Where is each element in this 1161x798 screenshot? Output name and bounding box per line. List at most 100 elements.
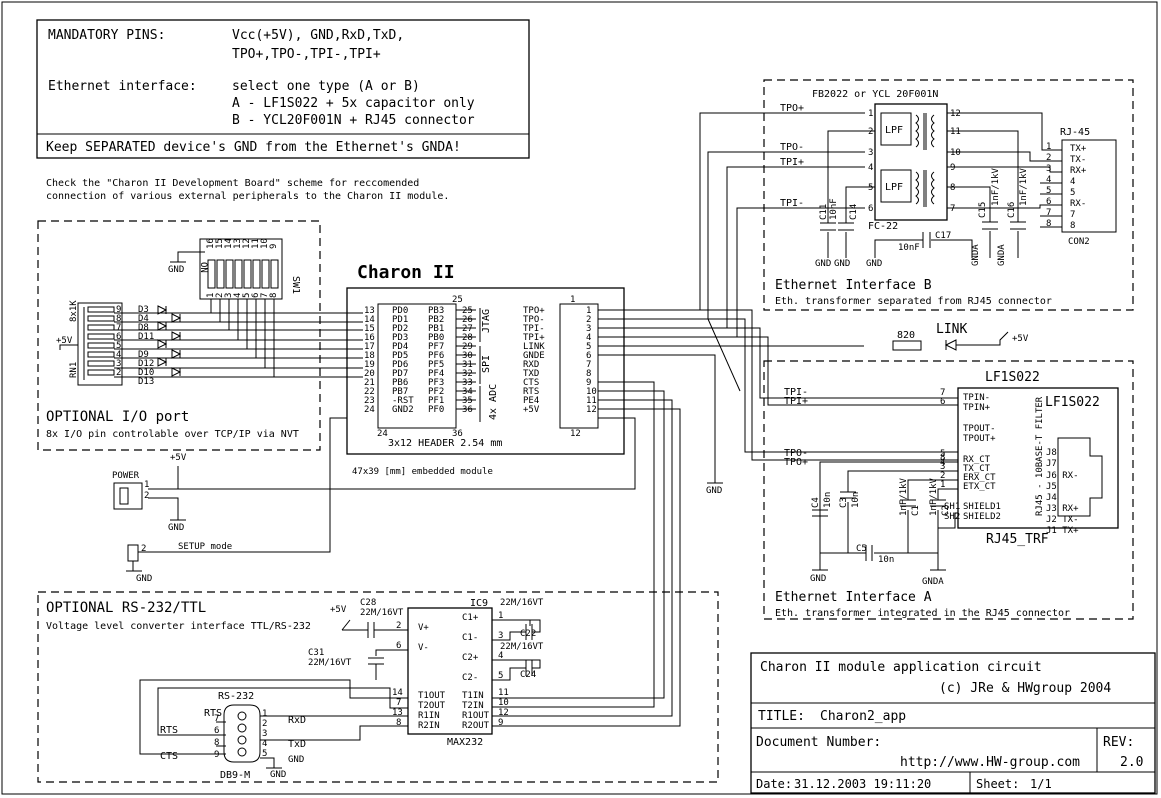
eth-a-pin: TPIN+ [963, 403, 991, 413]
sw-pin-bottom: 8 [269, 293, 279, 298]
sw-pin-bottom: 5 [242, 293, 252, 298]
left-pin-name: PD2 [392, 324, 408, 334]
rj-pin-name: RX+ [1070, 166, 1087, 176]
eth-b-capacitors [820, 221, 1026, 248]
led-diodes [157, 305, 182, 377]
sw-pin-top: 16 [206, 238, 216, 249]
title-label: TITLE: [758, 709, 805, 724]
ct-num: 8 [940, 453, 945, 463]
setup-gnd: GND [136, 574, 152, 584]
max-right-pin: T2IN [462, 701, 484, 711]
transformer-body [874, 103, 948, 221]
c15-value: 1nF/1kV [991, 167, 1001, 206]
c28-label: C28 [360, 598, 376, 608]
max-left-pin: V+ [418, 623, 429, 633]
module-size: 47x39 [mm] embedded module [352, 467, 493, 477]
eth-a-pin: ETX_CT [963, 482, 996, 492]
c28-value: 22M/16VT [360, 608, 404, 618]
c17-label: C17 [935, 231, 951, 241]
mid-pin-name: PB0 [428, 333, 444, 343]
right-pin-name: RXD [523, 360, 539, 370]
tr-lnum: 6 [868, 204, 873, 214]
eth-a-input: TPO- [784, 448, 808, 459]
resistor-network [77, 302, 123, 386]
mid-pin-name: PB2 [428, 315, 444, 325]
io-port-title: OPTIONAL I/O port [46, 409, 189, 425]
db9-pins [237, 711, 247, 757]
rn-pin: 5 [116, 341, 121, 351]
right-pin-name: TPO+ [523, 306, 545, 316]
c3-label: C3 [839, 497, 849, 508]
left-pin-num: 21 [364, 378, 375, 388]
max-right-num: 12 [498, 708, 509, 718]
module-pin-1: 1 [570, 295, 575, 305]
charon-module: Charon II 3x12 HEADER 2.54 mm 47x39 [mm]… [346, 262, 625, 477]
eth-a-jack: J5 [1046, 482, 1057, 492]
c11-label: C11 [819, 204, 829, 220]
rj-pin-num: 4 [1046, 175, 1051, 185]
setup-pin: 2 [141, 544, 146, 554]
rj45-trf-label: RJ45_TRF [986, 532, 1049, 547]
c1-value: 1nF/1kV [899, 477, 909, 516]
eth-b-input: TPI+ [780, 157, 804, 168]
rs232-title: OPTIONAL RS-232/TTL [46, 600, 206, 616]
rn-pin: 4 [116, 350, 121, 360]
filter-label: RJ45 - 10BASE-T FILTER [1035, 396, 1045, 516]
rts-label: RTS [160, 725, 178, 736]
module-pin-24: 24 [377, 429, 388, 439]
db9-gnd-label: GND [288, 755, 304, 765]
tr-rnum: 7 [950, 204, 955, 214]
left-pin-name: PD0 [392, 306, 408, 316]
eth-a-input-num: 4 [940, 458, 945, 468]
io-row-wires [114, 312, 363, 378]
link-label: LINK [936, 322, 967, 337]
ic9-label: IC9 [470, 598, 488, 609]
c16-value: 1nF/1kV [1019, 167, 1029, 206]
mid-pin-num: 28 [462, 333, 473, 343]
c2-label: C2 [941, 505, 951, 516]
power-pin-1: 1 [144, 480, 149, 490]
sheet-value: 1/1 [1030, 777, 1052, 791]
eth-b-input: TPI- [780, 198, 804, 209]
ct-num: 1 [940, 480, 945, 490]
c3-value: 10n [851, 492, 861, 508]
eth-a-capacitors [812, 491, 946, 571]
max-right-pin: R1OUT [462, 711, 490, 721]
left-pin-name: PD6 [392, 360, 408, 370]
led-label: D13 [138, 377, 154, 387]
mid-pin-name: PB1 [428, 324, 444, 334]
left-pin-num: 17 [364, 342, 375, 352]
ethernet-option-a: A - LF1S022 + 5x capacitor only [232, 96, 475, 111]
rs232-wires [139, 679, 680, 769]
db9-right-num: 3 [262, 729, 267, 739]
left-pin-num: 23 [364, 396, 375, 406]
max-left-pin: R1IN [418, 711, 440, 721]
eth-b-subtitle: Eth. transformer separated from RJ45 con… [775, 296, 1052, 307]
rn-pin: 2 [116, 368, 121, 378]
c15-label: C15 [978, 202, 988, 218]
max-right-pin: T1IN [462, 691, 484, 701]
sw-pin-bottom: 1 [206, 293, 216, 298]
left-pin-num: 18 [364, 351, 375, 361]
right-pin-num: 3 [586, 324, 591, 334]
mid-pin-num: 33 [462, 378, 473, 388]
right-pin-num: 10 [586, 387, 597, 397]
max-left-num: 14 [392, 688, 403, 698]
tr-lnum: 1 [868, 109, 873, 119]
lpf-1-label: LPF [885, 125, 903, 136]
led-label: D10 [138, 368, 154, 378]
module-pin-12: 12 [570, 429, 581, 439]
mid-pin-name: PF6 [428, 351, 444, 361]
rn-pin: 6 [116, 332, 121, 342]
left-pin-num: 20 [364, 369, 375, 379]
eth-a-jack: J4 [1046, 493, 1057, 503]
db9-right-num: 5 [262, 749, 267, 759]
max-right-num: 11 [498, 688, 509, 698]
date-label: Date: [756, 777, 792, 791]
dip-switch-on: ON [198, 262, 208, 273]
max-right-num: 9 [498, 718, 503, 728]
spi-label: SPI [481, 355, 492, 373]
eth-a-input: TPI+ [784, 396, 808, 407]
